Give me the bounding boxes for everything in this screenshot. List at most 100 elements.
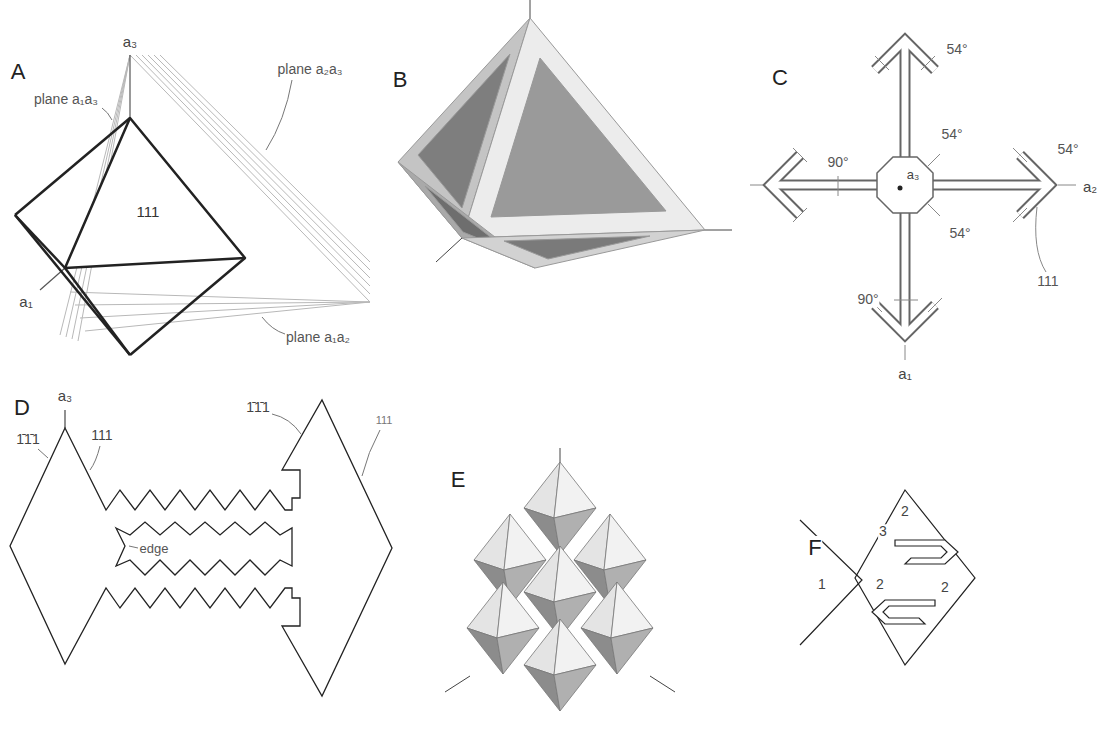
leader-line [362, 430, 380, 476]
angle-tick [793, 208, 807, 222]
panel-letter: E [450, 468, 467, 492]
angle-label: 90° [856, 292, 879, 307]
region-number: 2 [900, 504, 910, 519]
angle-label: 54° [1056, 142, 1079, 157]
angle-tick [1036, 207, 1046, 272]
leader-line [272, 414, 301, 434]
axis-label: a₃ [906, 168, 921, 182]
leader-line [262, 317, 285, 334]
face-index: 111 [375, 414, 394, 426]
face-index: 111 [1036, 274, 1059, 289]
axis-line [129, 55, 130, 118]
angle-tick [838, 176, 839, 196]
octahedron-cluster [445, 676, 470, 692]
skeletal-cross-section [770, 40, 1050, 335]
face-index: 1̄1̄1 [15, 432, 40, 447]
angle-tick [793, 148, 807, 162]
axis-label: a₃ [57, 388, 73, 405]
panel-letter: A [10, 60, 27, 84]
angle-label: 54° [945, 42, 968, 57]
skeletal-octahedron [530, 0, 531, 18]
angle-tick [905, 345, 906, 360]
region-number: 1 [817, 577, 827, 592]
angle-tick [928, 204, 940, 216]
axis-label: a₃ [122, 34, 138, 51]
skeletal-octahedron [462, 230, 705, 268]
skeletal-cross-section [770, 40, 1050, 335]
face-index: 111 [136, 204, 161, 221]
skeletal-cross-section [770, 40, 1050, 335]
octahedron-outline [65, 268, 130, 355]
plane-label: plane a₂a₃ [277, 62, 344, 77]
angle-label: 90° [826, 155, 849, 170]
angle-label: 54° [940, 127, 963, 142]
skeletal-cross-section [898, 186, 903, 191]
octahedron-cluster [650, 676, 675, 692]
face-index: 1̄1̄1 [245, 400, 270, 415]
skeletal-cross-section [877, 157, 933, 213]
leader-line [129, 546, 138, 548]
edge-label: edge [139, 542, 170, 556]
octahedron-outline [15, 118, 130, 215]
twinned-crystal-outline [10, 400, 392, 696]
octahedron-outline [130, 258, 245, 355]
angle-tick [750, 56, 1076, 360]
axis-label: a₁ [897, 366, 912, 383]
octahedron-outline [15, 215, 130, 355]
skeletal-cross-section [770, 40, 1050, 335]
panel-letter: B [392, 68, 409, 92]
plane-sheets [80, 302, 370, 318]
angle-tick [894, 300, 918, 301]
twinned-crystal-outline [10, 400, 392, 696]
skeletal-octahedron [705, 230, 732, 231]
twinned-crystal-outline [116, 522, 292, 575]
panel-letter: D [13, 396, 31, 420]
leader-line [90, 446, 100, 470]
leader-line [38, 414, 380, 548]
leader-line [266, 80, 292, 150]
leader-line [38, 449, 48, 458]
skeletal-cross-section [770, 40, 1050, 335]
angle-tick [921, 56, 935, 70]
panel-letter: C [771, 66, 789, 90]
plane-sheets [85, 302, 370, 331]
growth-sketch [895, 540, 958, 564]
skeletal-octahedron [504, 236, 650, 259]
angle-tick [1013, 148, 1027, 162]
skeletal-octahedron [491, 58, 666, 217]
growth-sketch [800, 490, 975, 665]
skeletal-octahedron [398, 0, 732, 268]
plane-sheets [70, 292, 370, 302]
angle-tick [875, 56, 889, 70]
plane-label: plane a₁a₃ [33, 92, 99, 107]
growth-sketch [800, 520, 862, 645]
skeletal-octahedron [462, 18, 705, 238]
panel-letter: F [807, 536, 822, 560]
angle-tick [928, 154, 940, 166]
growth-sketch [855, 490, 975, 665]
angle-tick [1013, 208, 1027, 222]
axis-label: a₁ [18, 294, 33, 311]
plane-sheets [60, 55, 370, 341]
octahedron-cluster [524, 619, 596, 711]
twinned-crystal-outline [64, 410, 65, 428]
region-number: 2 [940, 580, 950, 595]
region-number: 3 [878, 524, 888, 539]
skeletal-cross-section [770, 40, 1050, 335]
growth-sketch [872, 600, 935, 624]
angle-label: 54° [948, 226, 971, 241]
octahedron-cluster [560, 448, 561, 462]
angle-tick [928, 298, 942, 312]
angle-tick [750, 185, 763, 186]
axis-label: a₂ [1082, 179, 1098, 196]
face-index: 111 [90, 428, 113, 443]
octahedron-cluster [524, 462, 596, 554]
octahedron-outline [65, 118, 245, 268]
plane-label: plane a₁a₂ [285, 330, 351, 345]
angle-tick [1058, 185, 1076, 186]
region-number: 2 [875, 577, 885, 592]
octahedron-outline [15, 118, 245, 355]
